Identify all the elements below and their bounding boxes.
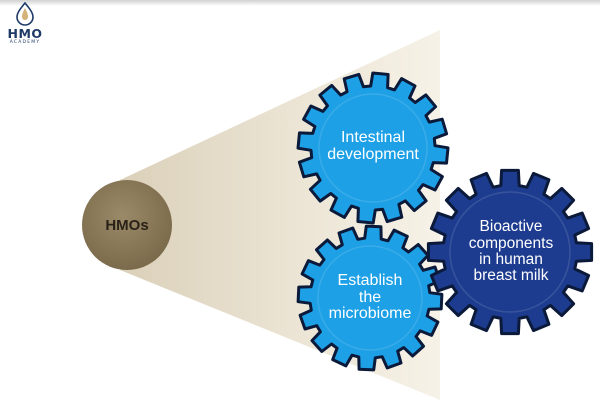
top-shadow [0, 0, 600, 6]
gear-bioactive-components [426, 168, 594, 336]
hmos-hub [82, 180, 172, 270]
gear-intestinal-inner [318, 93, 428, 203]
drop-logo-icon [16, 2, 34, 26]
establish-microbiome-label: Establish the microbiome [328, 271, 412, 323]
logo-text: HMO [7, 26, 43, 41]
gear-microbiome-inner [317, 245, 423, 351]
bioactive-components-label: Bioactive components in human breast mil… [468, 218, 554, 285]
logo-subtext: ACADEMY [9, 40, 41, 45]
hmo-academy-logo: HMO ACADEMY [2, 2, 48, 58]
gear-establish-microbiome [296, 224, 444, 372]
intestinal-development-label: Intestinal development [327, 129, 419, 163]
hmos-label: HMOs [105, 216, 149, 234]
gear-intestinal-development [296, 71, 450, 225]
gear-bioactive-inner [449, 191, 571, 313]
